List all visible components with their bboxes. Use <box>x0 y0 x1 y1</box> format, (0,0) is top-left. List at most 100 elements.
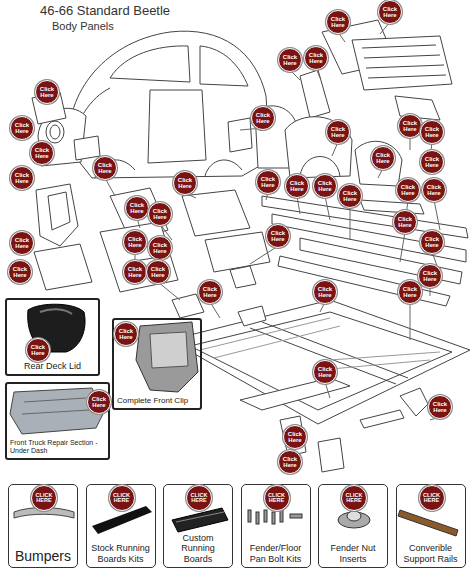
click-here-button: Click Here <box>148 236 172 260</box>
click-here-button: Click Here <box>378 0 402 24</box>
product-box: Custom Running BoardsCLICK HERE <box>163 484 233 568</box>
click-here-button: Click Here <box>256 170 280 194</box>
click-here-button: Click Here <box>278 450 302 474</box>
click-here-button: Click Here <box>283 425 307 449</box>
click-here-button: Click Here <box>10 116 34 140</box>
button-label: Click Here <box>115 328 137 340</box>
part-outline <box>256 512 259 524</box>
button-label: Click Here <box>397 184 419 196</box>
click-here-button: Click Here <box>398 280 422 304</box>
click-here-button: Click Here <box>266 224 290 248</box>
part-outline <box>136 322 198 392</box>
part-outline <box>230 266 256 288</box>
part-outline <box>22 398 90 414</box>
inset-box: Complete Front ClipClick Here <box>112 318 202 410</box>
click-here-button: Click Here <box>371 146 395 170</box>
part-outline <box>300 157 340 177</box>
button-label: Click Here <box>257 176 279 188</box>
click-here-button: Click Here <box>278 48 302 72</box>
button-label: Click Here <box>421 126 443 138</box>
click-here-button: Click Here <box>418 264 442 288</box>
part-outline <box>105 22 440 472</box>
part-outline <box>398 510 458 536</box>
part-name: Front Truck Repair Section - Under Dash <box>10 439 105 455</box>
button-label: CLICK HERE <box>342 493 366 504</box>
button-label: Click Here <box>149 242 171 254</box>
click-here-button: Click Here <box>148 202 172 226</box>
part-outline <box>110 46 190 82</box>
click-here-button: Click Here <box>326 120 350 144</box>
part-outline <box>205 160 242 176</box>
part-outline <box>250 322 408 384</box>
click-here-button: CLICK HERE <box>31 485 57 511</box>
part-outline <box>362 45 446 78</box>
product-box: Converible Support RailsCLICK HERE <box>396 484 466 568</box>
button-label: Click Here <box>126 202 148 214</box>
product-box: Fender/Floor Pan Bolt Kits CLICK HERE <box>241 484 311 568</box>
click-here-button: Click Here <box>198 280 222 304</box>
subtitle: Body Panels <box>52 20 114 32</box>
part-name: Fender/Floor Pan Bolt Kits <box>245 543 307 564</box>
click-here-button: Click Here <box>304 46 328 70</box>
part-name: Rear Deck Lid <box>10 361 95 371</box>
part-outline <box>285 117 352 178</box>
button-label: Click Here <box>305 52 327 64</box>
part-outline <box>272 512 275 524</box>
click-here-button: CLICK HERE <box>109 485 135 511</box>
part-outline <box>248 510 302 524</box>
button-label: Click Here <box>429 401 451 413</box>
click-here-button: Click Here <box>420 120 444 144</box>
part-outline <box>300 70 330 118</box>
part-outline <box>264 510 267 522</box>
part-outline <box>200 46 248 86</box>
click-here-button: Click Here <box>114 322 138 346</box>
button-label: Click Here <box>421 236 443 248</box>
button-label: Click Here <box>36 86 58 98</box>
button-label: Click Here <box>286 180 308 192</box>
click-here-button: Click Here <box>123 230 147 254</box>
part-name: Bumpers <box>12 548 74 564</box>
button-label: CLICK HERE <box>420 493 444 504</box>
click-here-button: Click Here <box>8 260 32 284</box>
button-label: Click Here <box>174 177 196 189</box>
button-label: Click Here <box>124 266 146 278</box>
button-label: Click Here <box>149 208 171 220</box>
click-here-button: Click Here <box>428 395 452 419</box>
button-label: Click Here <box>314 180 336 192</box>
part-outline <box>46 121 64 143</box>
button-label: Click Here <box>9 266 31 278</box>
button-label: CLICK HERE <box>32 493 56 504</box>
button-label: Click Here <box>11 172 33 184</box>
click-here-button: Click Here <box>173 171 197 195</box>
click-here-button: Click Here <box>420 150 444 174</box>
click-here-button: Click Here <box>285 174 309 198</box>
part-outline <box>347 511 361 521</box>
button-label: Click Here <box>327 16 349 28</box>
button-label: Click Here <box>124 236 146 248</box>
click-here-button: Click Here <box>10 166 34 190</box>
click-here-button: Click Here <box>87 390 111 414</box>
product-box: Bumpers CLICK HERE <box>8 484 78 568</box>
part-outline <box>352 36 452 90</box>
part-outline <box>150 332 188 368</box>
part-outline <box>355 141 402 186</box>
button-label: CLICK HERE <box>187 493 211 504</box>
click-here-button: Click Here <box>125 196 149 220</box>
button-label: Click Here <box>421 156 443 168</box>
button-label: Click Here <box>267 230 289 242</box>
click-here-button: Click Here <box>30 141 54 165</box>
button-label: Click Here <box>11 237 33 249</box>
part-outline <box>176 512 224 522</box>
part-outline <box>205 232 270 272</box>
part-outline <box>48 192 70 230</box>
button-label: Click Here <box>399 120 421 132</box>
part-outline <box>69 31 270 178</box>
click-here-button: Click Here <box>313 360 337 384</box>
button-label: Click Here <box>199 286 221 298</box>
button-label: Click Here <box>423 184 445 196</box>
part-outline <box>170 300 470 424</box>
button-label: Click Here <box>279 54 301 66</box>
click-here-button: Click Here <box>396 178 420 202</box>
click-here-button: CLICK HERE <box>264 485 290 511</box>
product-box: Fender Nut InsertsCLICK HERE <box>318 484 388 568</box>
